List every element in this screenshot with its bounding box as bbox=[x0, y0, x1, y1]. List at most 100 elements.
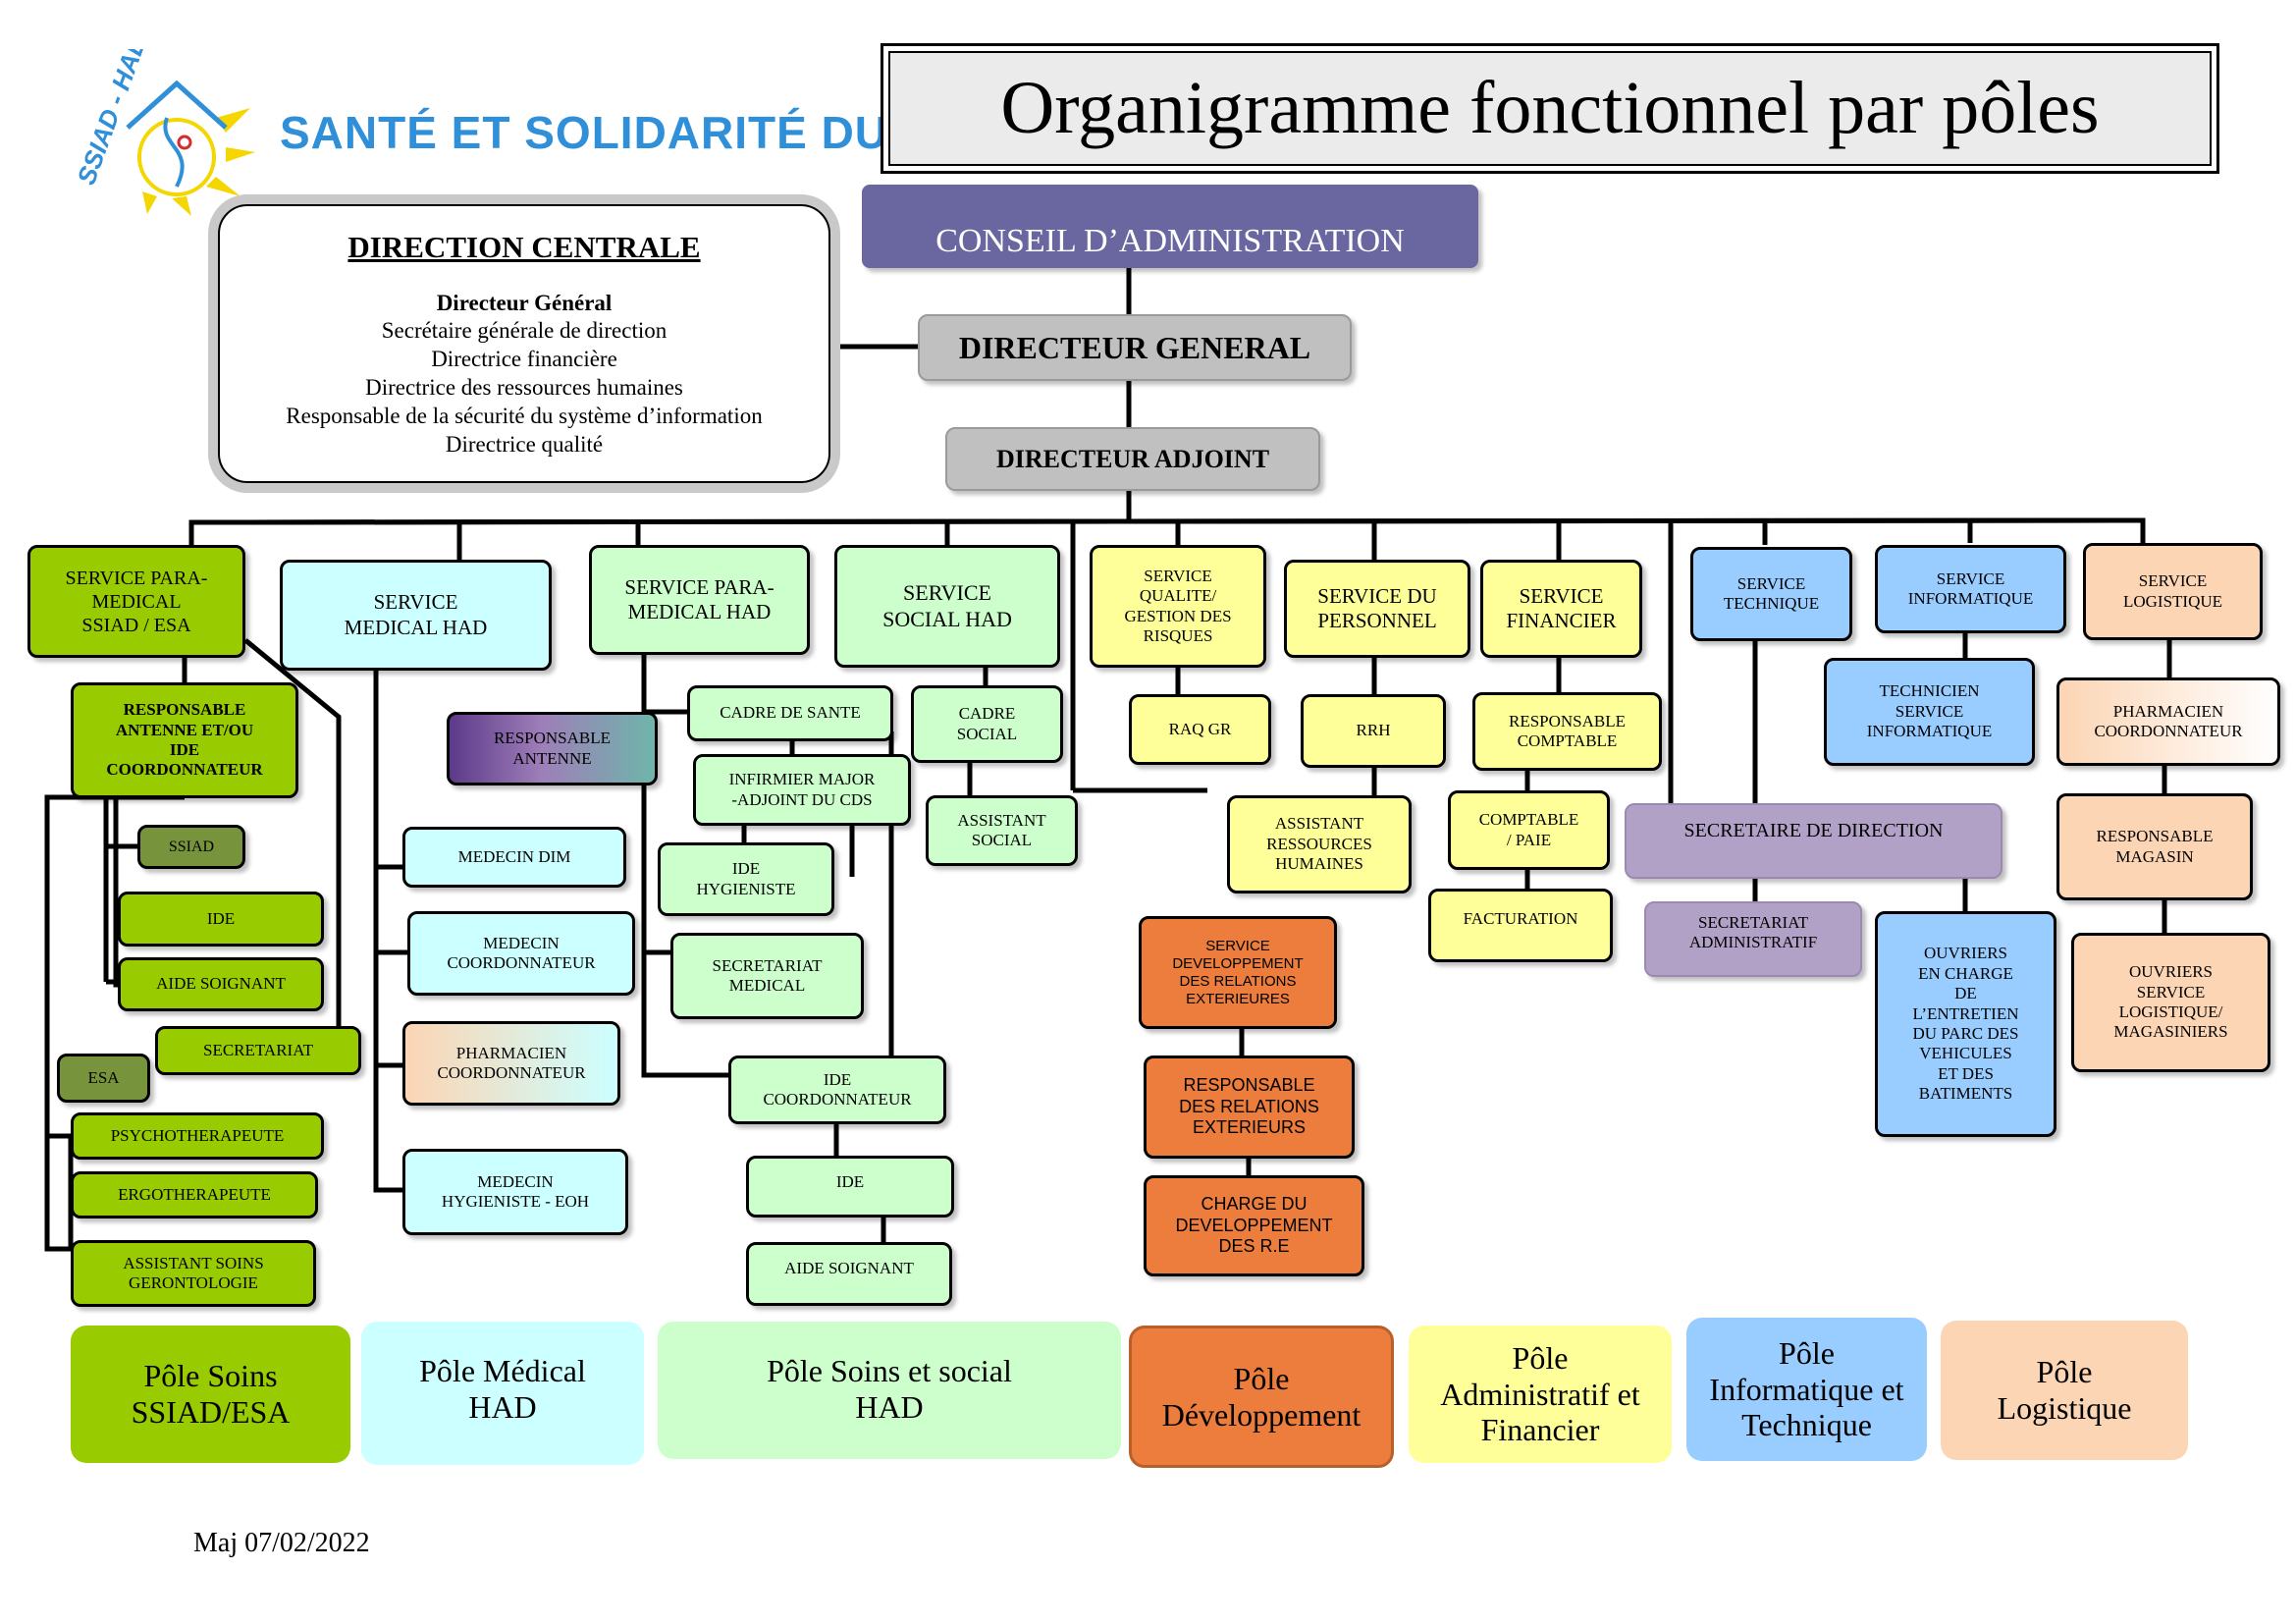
facturation-label: FACTURATION bbox=[1463, 909, 1578, 928]
secr-medical-box: SECRETARIAT MEDICAL bbox=[670, 933, 864, 1019]
cadre-sante-label: CADRE DE SANTE bbox=[720, 703, 861, 723]
service-informatique-label: SERVICE INFORMATIQUE bbox=[1907, 568, 2034, 608]
direction-centrale-line: Directrice financière bbox=[431, 347, 617, 371]
esa-label: ESA bbox=[87, 1067, 120, 1087]
aide-soignant-had-box: AIDE SOIGNANT bbox=[746, 1242, 952, 1306]
secretariat-ssiad-box: SECRETARIAT bbox=[155, 1026, 361, 1075]
psychotherapeute-box: PSYCHOTHERAPEUTE bbox=[71, 1112, 324, 1160]
direction-centrale-inner-border bbox=[218, 204, 830, 483]
service-financier-box: SERVICE FINANCIER bbox=[1480, 560, 1642, 658]
ide-had-label: IDE bbox=[835, 1172, 865, 1191]
ide-ssiad-box: IDE bbox=[118, 892, 324, 947]
direction-centrale-head: Directeur Général bbox=[436, 291, 613, 315]
resp-antenne-had-label: RESPONSABLE ANTENNE bbox=[493, 729, 612, 768]
resp-rel-ext-label: RESPONSABLE DES RELATIONS EXTERIEURS bbox=[1179, 1075, 1319, 1138]
ergotherapeute-label: ERGOTHERAPEUTE bbox=[118, 1184, 271, 1204]
pharmacien-coord-log-label: PHARMACIEN COORDONNATEUR bbox=[2094, 701, 2243, 740]
asg-box: ASSISTANT SOINS GERONTOLOGIE bbox=[71, 1240, 316, 1307]
ouvriers-entretien-label: OUVRIERS EN CHARGE DE L’ENTRETIEN DU PAR… bbox=[1912, 944, 2019, 1104]
brand-name: SANTÉ ET SOLIDARITÉ DU VAR bbox=[280, 107, 997, 158]
technicien-info-label: TECHNICIEN SERVICE INFORMATIQUE bbox=[1866, 681, 1993, 741]
cadre-social-label: CADRE SOCIAL bbox=[956, 704, 1018, 743]
directeur-general-label: DIRECTEUR GENERAL bbox=[958, 329, 1311, 365]
aide-soignant-had-label: AIDE SOIGNANT bbox=[784, 1259, 914, 1277]
conseil-administration-box: CONSEIL D’ADMINISTRATION bbox=[862, 185, 1478, 268]
ide-ssiad-label: IDE bbox=[206, 908, 236, 928]
update-date: Maj 07/02/2022 bbox=[193, 1528, 370, 1558]
comptable-paie-box: COMPTABLE / PAIE bbox=[1448, 790, 1610, 870]
medecin-hyg-box: MEDECIN HYGIENISTE - EOH bbox=[402, 1149, 628, 1235]
ssiad-had-logo: SSIAD - HAD bbox=[71, 49, 255, 216]
aide-soignant-ssiad-box: AIDE SOIGNANT bbox=[118, 957, 324, 1011]
secr-admin-label: SECRETARIAT ADMINISTRATIF bbox=[1688, 913, 1818, 952]
direction-centrale-line: Directrice qualité bbox=[445, 432, 604, 457]
secretaire-direction-box: SECRETAIRE DE DIRECTION bbox=[1625, 803, 2002, 879]
resp-comptable-box: RESPONSABLE COMPTABLE bbox=[1472, 692, 1662, 771]
technicien-info-box: TECHNICIEN SERVICE INFORMATIQUE bbox=[1824, 658, 2035, 766]
assistant-rh-box: ASSISTANT RESSOURCES HUMAINES bbox=[1227, 795, 1412, 893]
ide-hyg-label: IDE HYGIENISTE bbox=[696, 859, 796, 898]
inf-major-box: INFIRMIER MAJOR -ADJOINT DU CDS bbox=[693, 754, 911, 826]
ide-coord-had-label: IDE COORDONNATEUR bbox=[763, 1069, 912, 1109]
direction-centrale-title: DIRECTION CENTRALE bbox=[347, 230, 701, 264]
service-dev-label: SERVICE DEVELOPPEMENT DES RELATIONS EXTE… bbox=[1172, 937, 1304, 1007]
service-logistique-box: SERVICE LOGISTIQUE bbox=[2083, 543, 2263, 640]
page-title: Organigramme fonctionnel par pôles bbox=[888, 51, 2212, 166]
direction-centrale-line: Responsable de la sécurité du système d’… bbox=[286, 404, 763, 428]
ide-coord-had-box: IDE COORDONNATEUR bbox=[728, 1056, 946, 1124]
medecin-dim-box: MEDECIN DIM bbox=[402, 827, 626, 888]
ide-had-box: IDE bbox=[746, 1156, 954, 1218]
assistant-social-box: ASSISTANT SOCIAL bbox=[926, 795, 1078, 866]
service-medical-had-label: SERVICE MEDICAL HAD bbox=[344, 590, 488, 639]
pole-medical: Pôle Médical HAD bbox=[361, 1322, 644, 1465]
conseil-administration-label: CONSEIL D’ADMINISTRATION bbox=[935, 223, 1405, 260]
pole-administratif: Pôle Administratif et Financier bbox=[1409, 1326, 1672, 1463]
ouvriers-entretien-box: OUVRIERS EN CHARGE DE L’ENTRETIEN DU PAR… bbox=[1875, 911, 2056, 1137]
service-medical-had-box: SERVICE MEDICAL HAD bbox=[280, 560, 552, 671]
inf-major-label: INFIRMIER MAJOR -ADJOINT DU CDS bbox=[728, 770, 876, 809]
ide-hyg-box: IDE HYGIENISTE bbox=[658, 842, 834, 916]
service-para-ssiad-box: SERVICE PARA- MEDICAL SSIAD / ESA bbox=[27, 545, 245, 658]
service-technique-box: SERVICE TECHNIQUE bbox=[1690, 547, 1852, 641]
charge-dev-label: CHARGE DU DEVELOPPEMENT DES R.E bbox=[1175, 1194, 1333, 1257]
service-personnel-box: SERVICE DU PERSONNEL bbox=[1284, 560, 1470, 658]
raq-gr-box: RAQ GR bbox=[1129, 694, 1271, 765]
comptable-paie-label: COMPTABLE / PAIE bbox=[1478, 810, 1579, 849]
ssiad-box: SSIAD bbox=[137, 825, 245, 869]
facturation-box: FACTURATION bbox=[1428, 889, 1613, 962]
pole-logistique: Pôle Logistique bbox=[1941, 1321, 2188, 1460]
service-social-had-label: SERVICE SOCIAL HAD bbox=[882, 580, 1012, 631]
assistant-social-label: ASSISTANT SOCIAL bbox=[957, 810, 1046, 849]
pole-informatique: Pôle Informatique et Technique bbox=[1686, 1318, 1927, 1461]
resp-rel-ext-box: RESPONSABLE DES RELATIONS EXTERIEURS bbox=[1144, 1056, 1355, 1159]
pharmacien-coord-had-box: PHARMACIEN COORDONNATEUR bbox=[402, 1021, 620, 1106]
service-para-ssiad-label: SERVICE PARA- MEDICAL SSIAD / ESA bbox=[65, 567, 208, 636]
service-financier-label: SERVICE FINANCIER bbox=[1506, 583, 1617, 632]
pole-developpement: Pôle Développement bbox=[1129, 1326, 1394, 1468]
charge-dev-box: CHARGE DU DEVELOPPEMENT DES R.E bbox=[1144, 1175, 1364, 1276]
cadre-sante-box: CADRE DE SANTE bbox=[687, 685, 893, 741]
direction-centrale-line: Directrice des ressources humaines bbox=[365, 375, 683, 400]
pole-soins-social: Pôle Soins et social HAD bbox=[658, 1322, 1121, 1459]
resp-antenne-ide-label: RESPONSABLE ANTENNE ET/OU IDE COORDONNAT… bbox=[106, 700, 263, 780]
medecin-dim-label: MEDECIN DIM bbox=[457, 846, 571, 866]
rrh-box: RRH bbox=[1301, 694, 1446, 768]
service-qualite-label: SERVICE QUALITE/ GESTION DES RISQUES bbox=[1124, 566, 1232, 645]
ergotherapeute-box: ERGOTHERAPEUTE bbox=[71, 1171, 318, 1218]
psychotherapeute-label: PSYCHOTHERAPEUTE bbox=[110, 1125, 285, 1145]
service-informatique-box: SERVICE INFORMATIQUE bbox=[1875, 545, 2066, 633]
medecin-coord-label: MEDECIN COORDONNATEUR bbox=[447, 933, 596, 972]
resp-antenne-had-box: RESPONSABLE ANTENNE bbox=[447, 712, 658, 785]
secretariat-ssiad-label: SECRETARIAT bbox=[203, 1040, 313, 1059]
aide-soignant-ssiad-label: AIDE SOIGNANT bbox=[156, 974, 286, 994]
pole-ssiad: Pôle Soins SSIAD/ESA bbox=[71, 1326, 350, 1463]
secretaire-direction-label: SECRETAIRE DE DIRECTION bbox=[1683, 820, 1944, 841]
secr-admin-box: SECRETARIAT ADMINISTRATIF bbox=[1644, 901, 1862, 977]
pharmacien-coord-log-box: PHARMACIEN COORDONNATEUR bbox=[2056, 677, 2280, 766]
service-para-had-box: SERVICE PARA- MEDICAL HAD bbox=[589, 545, 810, 655]
cadre-social-box: CADRE SOCIAL bbox=[911, 685, 1063, 763]
direction-centrale-line: Secrétaire générale de direction bbox=[381, 318, 667, 343]
service-dev-box: SERVICE DEVELOPPEMENT DES RELATIONS EXTE… bbox=[1139, 916, 1337, 1029]
service-social-had-box: SERVICE SOCIAL HAD bbox=[834, 545, 1060, 668]
directeur-adjoint-label: DIRECTEUR ADJOINT bbox=[995, 444, 1270, 473]
